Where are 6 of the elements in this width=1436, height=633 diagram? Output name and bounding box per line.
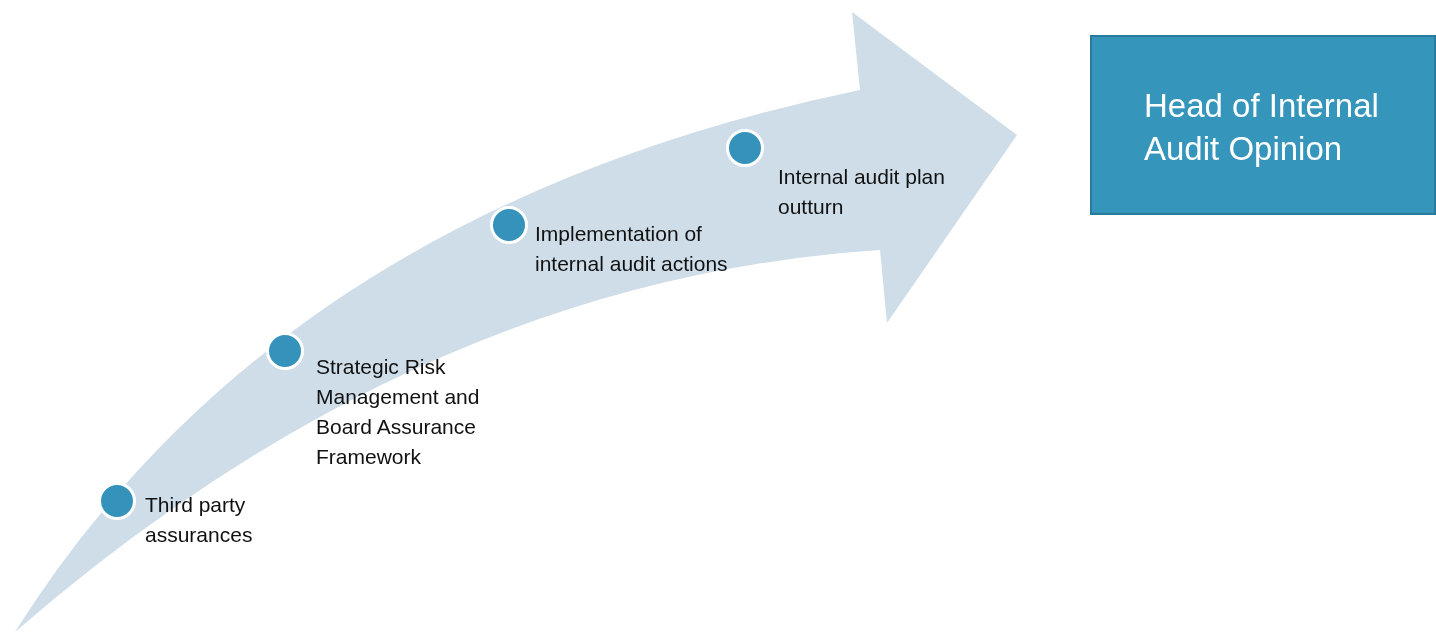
bullet-circle <box>98 482 136 520</box>
step-label: Implementation of internal audit actions <box>535 221 729 277</box>
step-label: Strategic Risk Management and Board Assurance Framework <box>316 354 481 470</box>
title-box: Head of Internal Audit Opinion <box>1090 35 1436 215</box>
step-label: Internal audit plan outturn <box>778 164 946 220</box>
step-label: Third party assurances <box>145 492 254 548</box>
